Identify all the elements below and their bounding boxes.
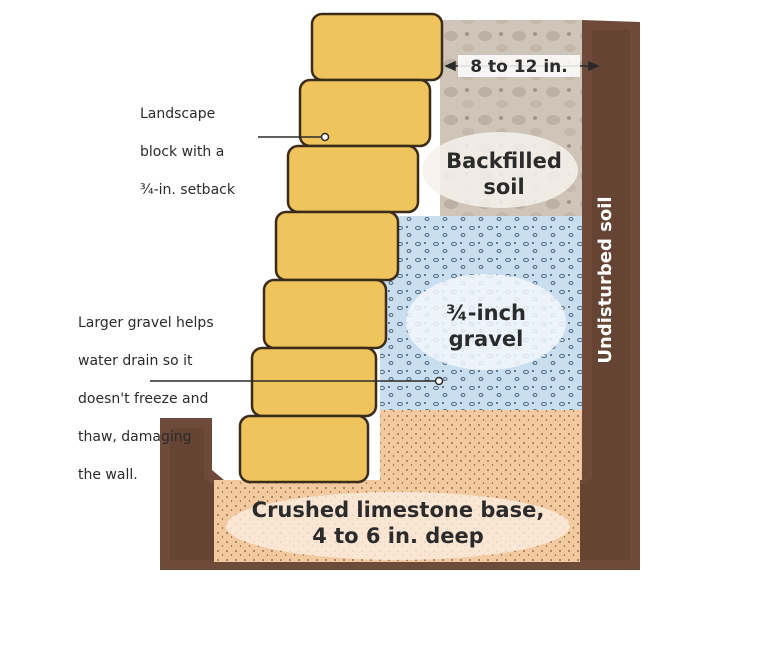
- drainage-callout: Larger gravel helps water drain so it do…: [78, 295, 246, 504]
- drainage-callout-line4: thaw, damaging: [78, 429, 192, 445]
- backfill-label-line2: soil: [483, 175, 524, 199]
- block-4: [274, 210, 400, 282]
- base-label-line1: Crushed limestone base,: [252, 498, 545, 522]
- dimension-label: 8 to 12 in.: [470, 57, 567, 77]
- undisturbed-soil: [160, 20, 640, 570]
- drainage-callout-line1: Larger gravel helps: [78, 315, 214, 331]
- drainage-callout-line5: the wall.: [78, 467, 138, 483]
- gravel-label-line1: ¾-inch: [446, 301, 526, 325]
- block-callout-line2: block with a: [140, 144, 225, 160]
- undisturbed-label: Undisturbed soil: [595, 196, 616, 363]
- block-2: [298, 78, 432, 148]
- drainage-callout-line3: doesn't freeze and: [78, 391, 209, 407]
- block-5: [262, 278, 388, 350]
- block-6: [250, 346, 378, 418]
- block-callout: Landscape block with a ¾-in. setback: [140, 86, 260, 219]
- drainage-callout-line2: water drain so it: [78, 353, 193, 369]
- block-3: [286, 144, 420, 214]
- leader-lines: [150, 132, 444, 386]
- block-callout-line3: ¾-in. setback: [140, 182, 235, 198]
- block-callout-line1: Landscape: [140, 106, 216, 122]
- backfill-label-line1: Backfilled: [446, 149, 562, 173]
- base-label-line2: 4 to 6 in. deep: [312, 524, 484, 548]
- gravel-label-line2: gravel: [449, 327, 524, 351]
- block-7: [238, 414, 370, 484]
- block-1: [310, 12, 444, 82]
- landscape-blocks: [238, 12, 444, 484]
